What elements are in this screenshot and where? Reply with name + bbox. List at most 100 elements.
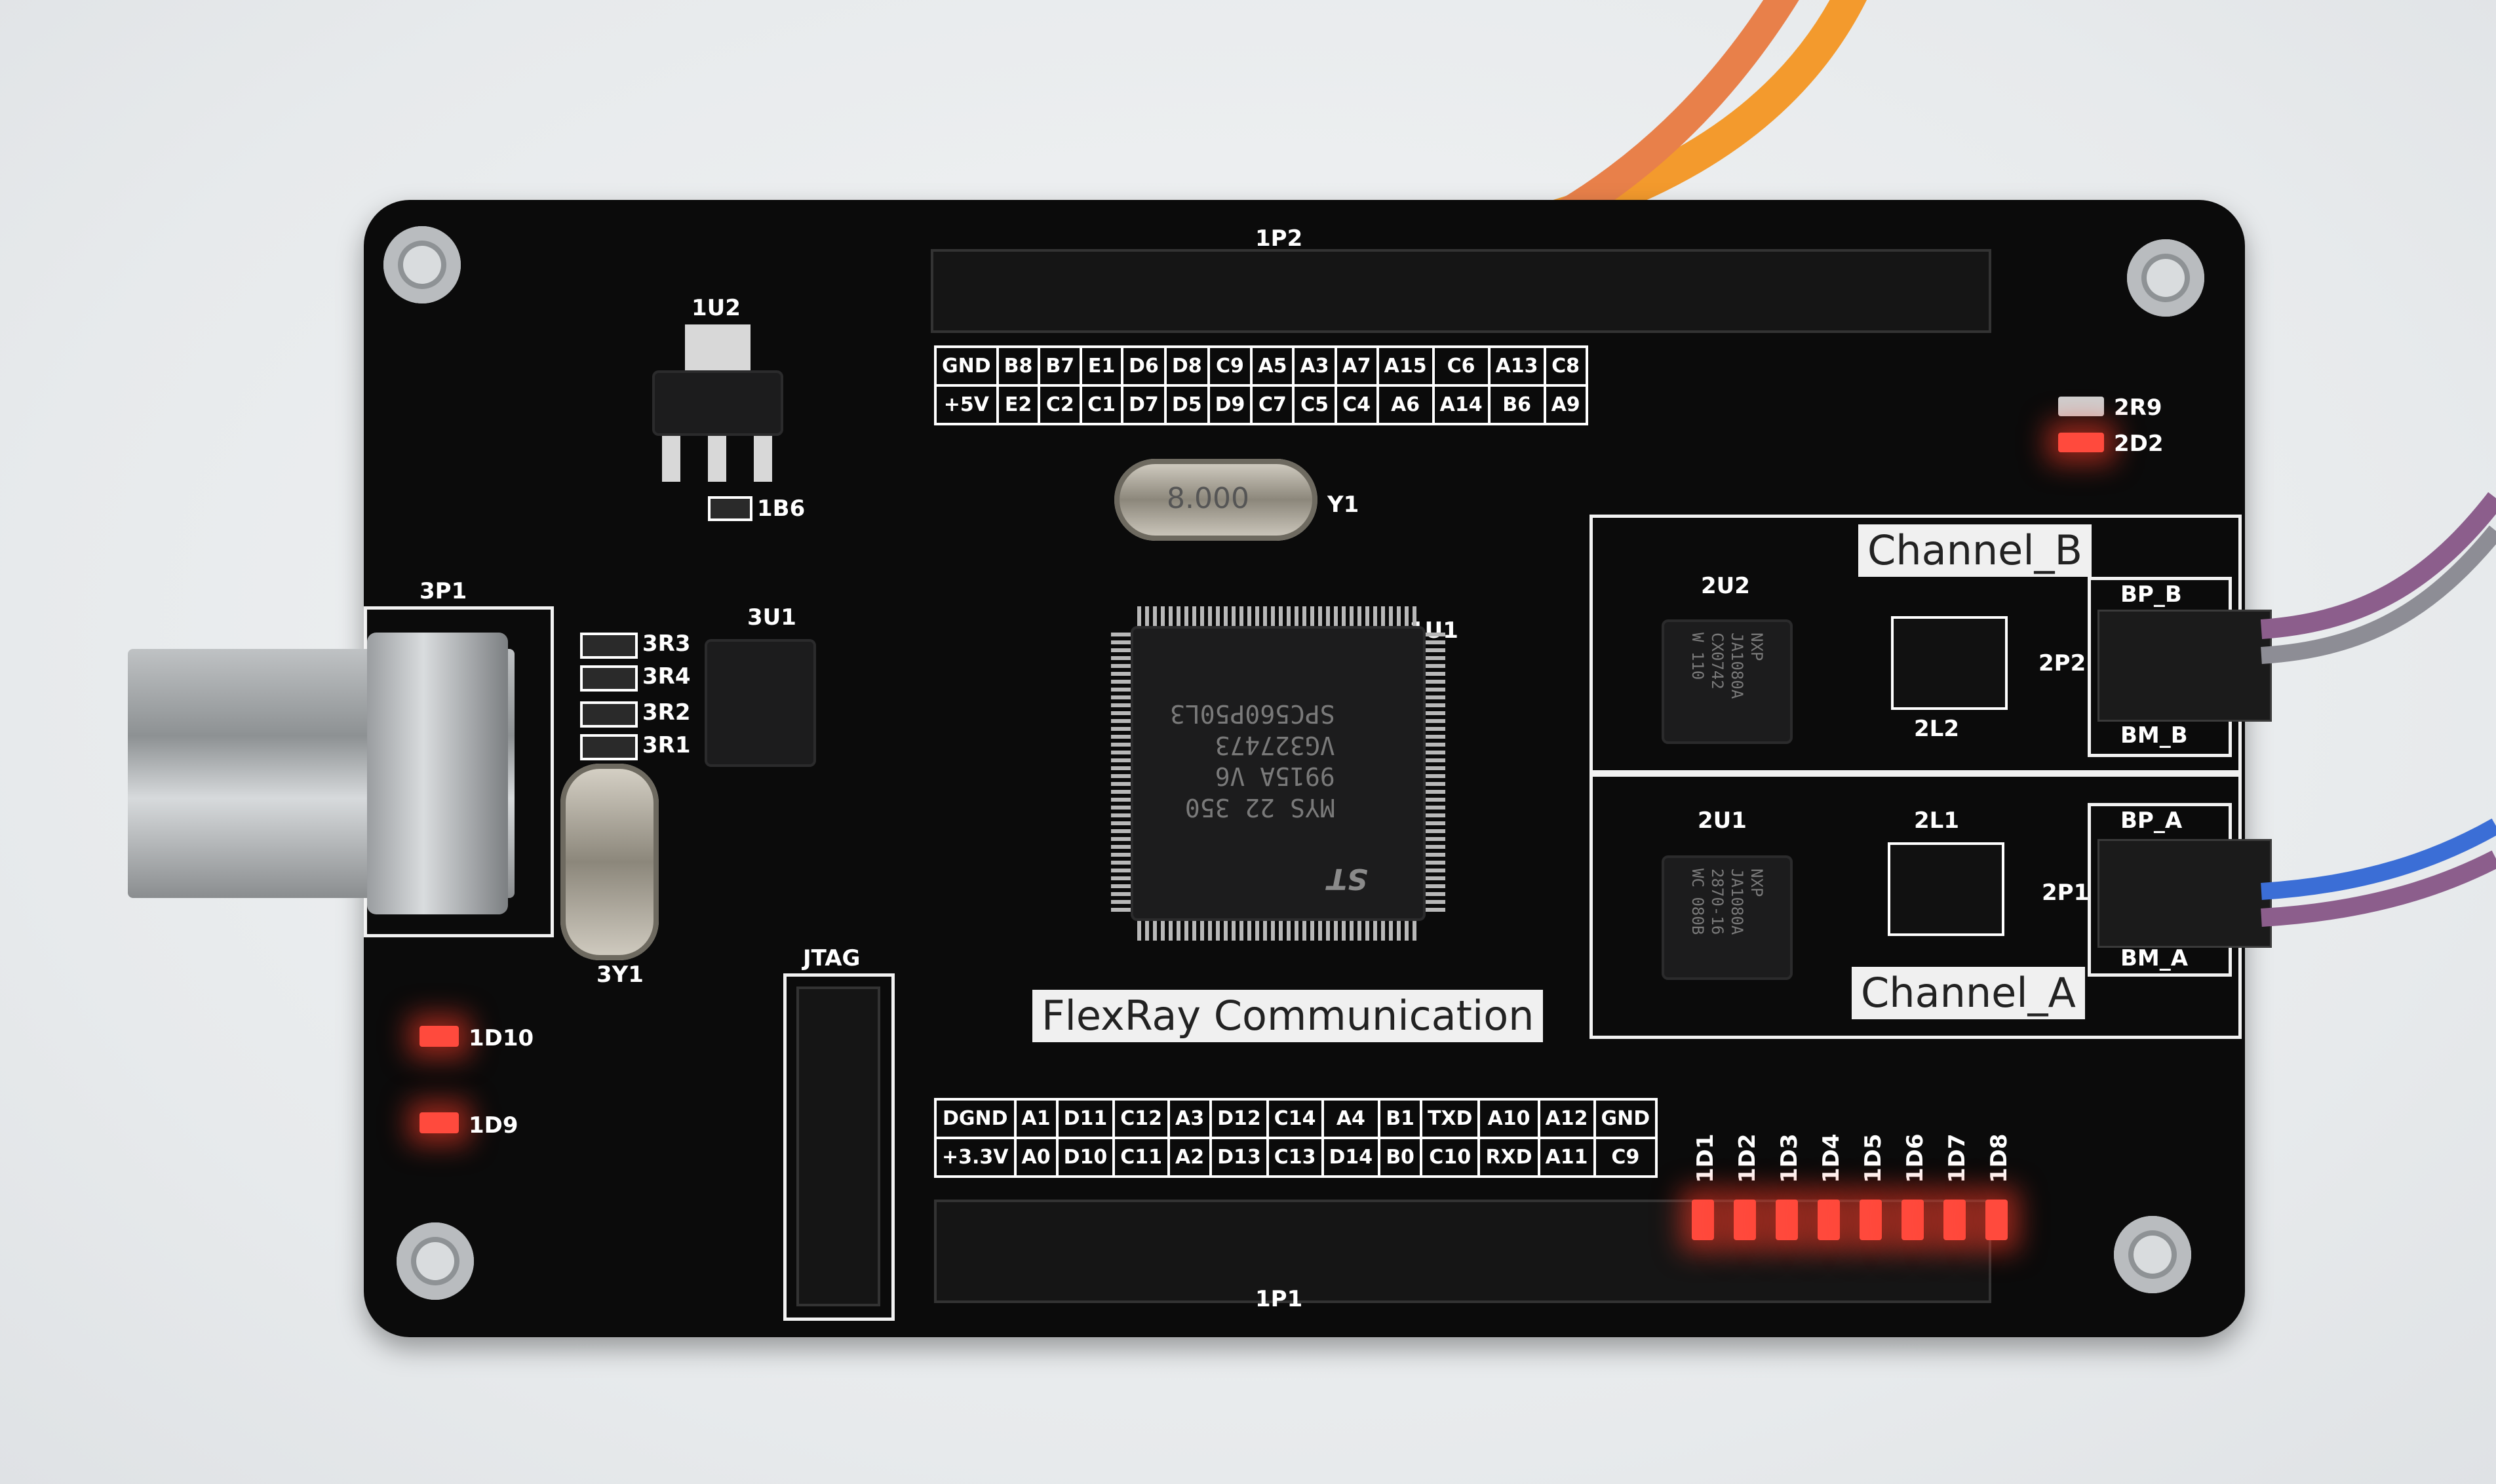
mcu-pin	[1137, 606, 1141, 626]
label-1p1: 1P1	[1255, 1286, 1303, 1312]
top-row1-pin-label: A13	[1487, 345, 1546, 387]
mcu-pin	[1137, 921, 1141, 941]
mcu-pin	[1295, 921, 1298, 941]
resistor-3r2	[580, 701, 638, 728]
connector-2p2[interactable]	[2097, 610, 2272, 722]
top-row2-pin-label: D9	[1207, 384, 1253, 425]
mcu-pin	[1232, 921, 1236, 941]
mcu-pin	[1373, 606, 1377, 626]
mcu-pin	[1111, 813, 1131, 817]
mcu-pin	[1111, 672, 1131, 676]
mcu-pin	[1224, 921, 1228, 941]
header-1p1[interactable]	[934, 1200, 1991, 1303]
mcu-pin	[1111, 861, 1131, 865]
mcu-pin	[1111, 719, 1131, 723]
mcu-pin	[1381, 606, 1385, 626]
mcu-pin	[1426, 798, 1445, 802]
resistor-3r1	[580, 734, 638, 760]
label-led-4: 1D4	[1818, 1133, 1844, 1183]
mcu-pin	[1111, 758, 1131, 762]
label-3u1: 3U1	[747, 604, 796, 631]
mcu-pin	[1426, 719, 1445, 723]
regulator-tab	[685, 324, 751, 370]
mcu-pin	[1373, 921, 1377, 941]
mcu-pin	[1111, 790, 1131, 794]
mcu-pin	[1111, 680, 1131, 684]
bottom-row2-pin-label: D14	[1321, 1137, 1381, 1178]
mcu-pin	[1426, 758, 1445, 762]
crystal-3y1	[560, 764, 659, 960]
label-1d9: 1D9	[469, 1112, 518, 1139]
mcu-pin	[1413, 921, 1416, 941]
top-row2-pin-label: A6	[1376, 384, 1435, 425]
top-row2-pin-label: +5V	[934, 384, 999, 425]
mcu-pin	[1111, 664, 1131, 668]
bottom-row2-pin-label: C9	[1593, 1137, 1658, 1178]
top-row2-pin-label: A9	[1543, 384, 1588, 425]
label-2p1: 2P1	[2042, 880, 2090, 906]
label-3r1: 3R1	[642, 732, 691, 758]
label-2u1: 2U1	[1698, 808, 1747, 834]
mcu-pin	[1381, 921, 1385, 941]
inductor-2l1	[1888, 842, 2004, 936]
bottom-row2-pin-label: A11	[1537, 1137, 1596, 1178]
top-row1-pin-label: E1	[1080, 345, 1124, 387]
mcu-marking: MYS 22 350 9915A V6 VG327473 SPC560P50L3	[1170, 698, 1335, 823]
mcu-pin	[1426, 640, 1445, 644]
mcu-pin	[1247, 921, 1251, 941]
mcu-pin	[1111, 876, 1131, 880]
mcu-pin	[1426, 711, 1445, 715]
mcu-pin	[1302, 921, 1306, 941]
mcu-pin	[1111, 766, 1131, 770]
label-2r9: 2R9	[2114, 395, 2162, 421]
mcu-pin	[1263, 921, 1267, 941]
board-title: FlexRay Communication	[1032, 990, 1544, 1043]
mcu-pin	[1350, 606, 1354, 626]
tb-2: JA1080A	[1728, 633, 1746, 699]
mcu-pin	[1426, 908, 1445, 912]
mcu-pin	[1247, 606, 1251, 626]
mcu-pin	[1426, 656, 1445, 660]
mcu-pin	[1153, 921, 1157, 941]
mcu-pin	[1426, 680, 1445, 684]
top-row1-pin-label: B8	[996, 345, 1041, 387]
mcu-pin	[1111, 711, 1131, 715]
mcu-pin	[1216, 606, 1220, 626]
top-row1-pin-label: A3	[1292, 345, 1337, 387]
jtag-header[interactable]	[796, 986, 880, 1306]
mcu-pin	[1279, 921, 1283, 941]
connector-2p1[interactable]	[2097, 839, 2272, 948]
led-1d3	[1776, 1200, 1798, 1240]
mcu-pin	[1111, 688, 1131, 692]
top-row1-pin-label: C9	[1207, 345, 1253, 387]
mcu-pin	[1111, 640, 1131, 644]
mcu-pin	[1208, 921, 1212, 941]
tb-3: CX0742	[1708, 633, 1726, 690]
bottom-row1-pin-label: A12	[1537, 1098, 1596, 1139]
bottom-row1-pin-label: A1	[1013, 1098, 1059, 1139]
mcu-pin	[1426, 735, 1445, 739]
mcu-pin	[1111, 735, 1131, 739]
header-1p2[interactable]	[931, 249, 1991, 333]
mcu-pin	[1111, 821, 1131, 825]
mcu-pin	[1239, 921, 1243, 941]
bottom-row2-pin-label: RXD	[1477, 1137, 1540, 1178]
mcu-pin	[1310, 606, 1314, 626]
top-row2-pin-label: A14	[1432, 384, 1491, 425]
mcu-pin	[1169, 606, 1173, 626]
top-row2-pin-label: E2	[996, 384, 1041, 425]
mcu-pin	[1111, 751, 1131, 754]
mcu-pin	[1426, 790, 1445, 794]
label-led-3: 1D3	[1776, 1133, 1803, 1183]
mcu-pin	[1426, 751, 1445, 754]
mcu-pin	[1287, 606, 1291, 626]
mount-hole-bottom-right	[2114, 1216, 2191, 1293]
bottom-row1-pin-label: GND	[1593, 1098, 1658, 1139]
led-1d6	[1901, 1200, 1924, 1240]
top-row2-pin-label: C2	[1038, 384, 1083, 425]
mcu-pin	[1169, 921, 1173, 941]
mcu-pin	[1302, 606, 1306, 626]
top-row2-pin-label: D5	[1163, 384, 1210, 425]
